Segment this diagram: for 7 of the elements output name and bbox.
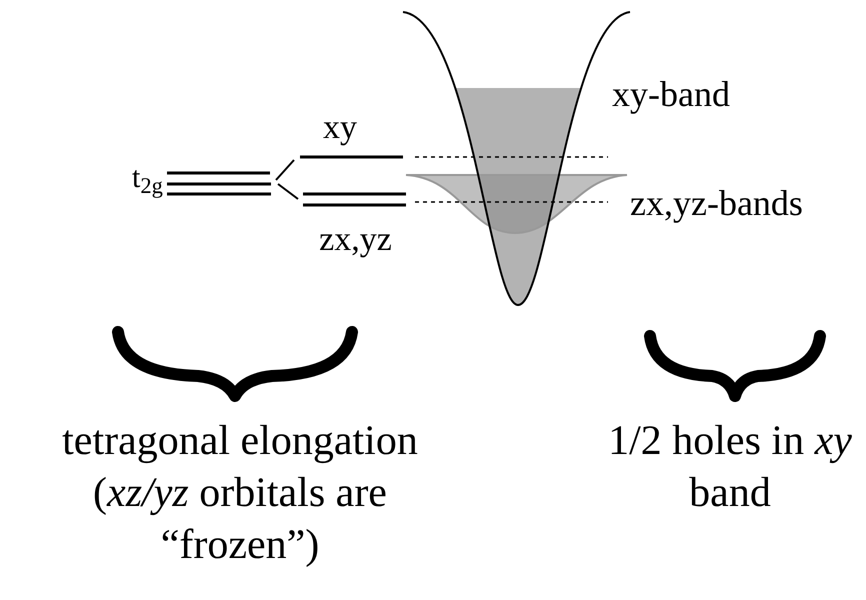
level-label: t$_{2g}$ bbox=[132, 160, 164, 196]
level-label: xy bbox=[322, 108, 358, 148]
band-label: xy-band bbox=[612, 73, 731, 115]
band-label: zx,yz-bands bbox=[630, 182, 804, 224]
caption-text: 1/2 holes in xy band bbox=[607, 417, 853, 518]
level-label: zx,yz bbox=[318, 220, 393, 260]
caption-text: tetragonal elongation (xz/yz orbitals are “frozen”) bbox=[61, 417, 419, 570]
